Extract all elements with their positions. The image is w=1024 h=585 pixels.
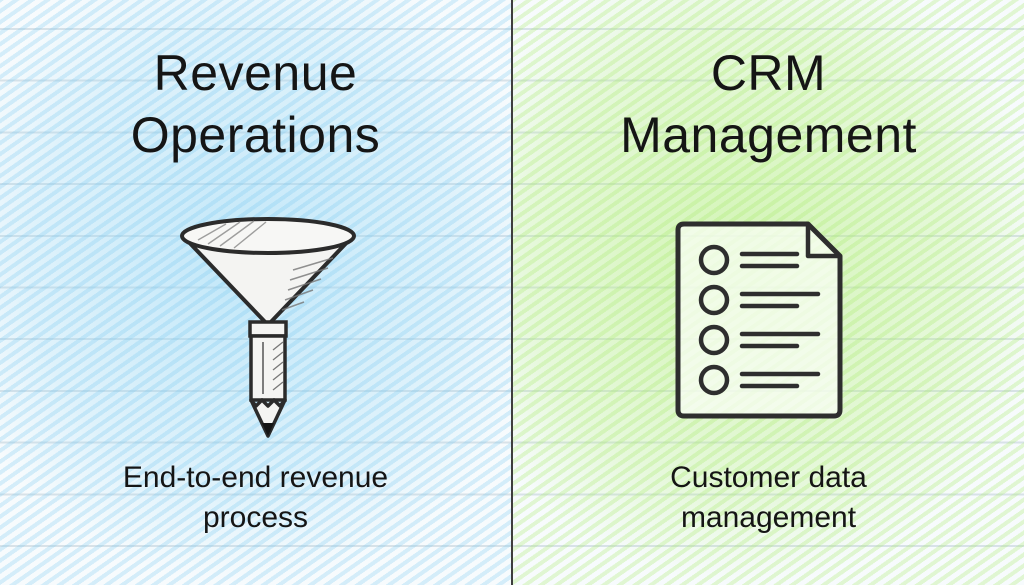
funnel-pencil-icon [180,217,356,438]
subtitle-line: Customer data [670,461,867,494]
panel-title: Revenue Operations [0,42,511,166]
title-line: CRM [710,45,827,101]
panel-subtitle: End-to-end revenue process [0,458,511,538]
title-line: Revenue [153,45,358,101]
panel-title: CRM Management [513,42,1024,166]
title-line: Management [620,107,917,163]
title-line: Operations [130,107,381,163]
document-checklist-icon [675,221,843,419]
panel-revenue-operations: Revenue Operations [0,0,511,585]
subtitle-line: End-to-end revenue [122,461,389,494]
center-divider [511,0,513,585]
subtitle-line: process [202,501,309,534]
subtitle-line: management [680,501,857,534]
panel-subtitle: Customer data management [513,458,1024,538]
